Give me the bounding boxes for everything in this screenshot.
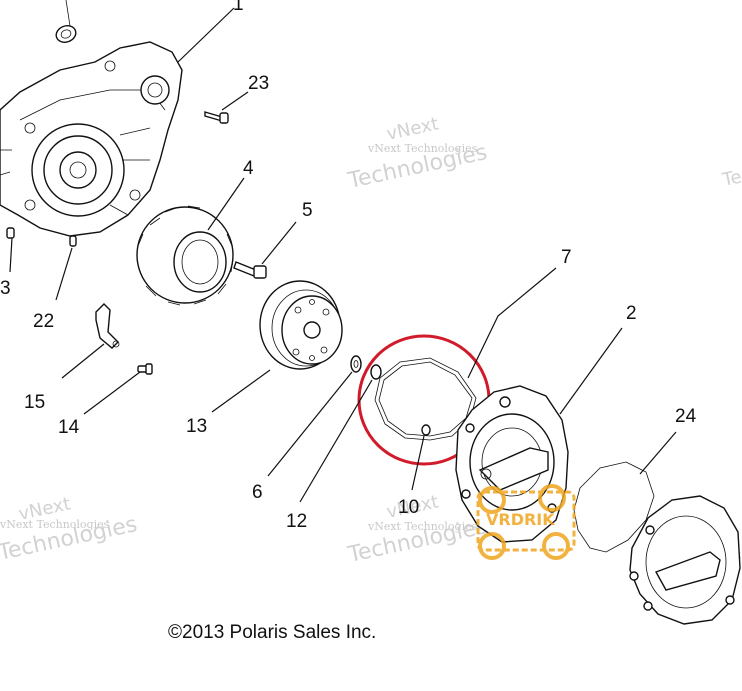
leader-6 — [267, 371, 353, 477]
leader-3 — [9, 237, 13, 273]
part-outer-cover — [629, 495, 741, 625]
brand-logo: VRDRIK — [476, 484, 576, 560]
copyright-text: ©2013 Polaris Sales Inc. — [168, 622, 377, 643]
leader-14 — [83, 371, 141, 415]
callout-7: 7 — [561, 247, 572, 268]
leader-1 — [177, 7, 235, 63]
callout-24: 24 — [675, 406, 697, 427]
part-stator — [136, 205, 234, 306]
watermark-text: vNext Technologies — [0, 518, 110, 531]
part-bolt-23 — [204, 111, 229, 124]
part-dowel-22 — [69, 235, 77, 247]
watermark-left: vNext Technologies Technologies vNext — [0, 493, 139, 566]
leader-2 — [559, 327, 623, 415]
leader-23 — [221, 91, 249, 111]
leader-4 — [207, 177, 245, 231]
callout-1: 1 — [233, 0, 244, 15]
part-seal-12 — [370, 364, 382, 380]
watermark-top: vNext Technologies Technologies vNext — [345, 113, 489, 194]
part-crankcase — [0, 0, 183, 237]
callout-6: 6 — [252, 482, 263, 503]
callout-15: 15 — [24, 392, 45, 413]
callout-4: 4 — [243, 158, 254, 179]
leader-22 — [55, 247, 73, 301]
leader-15 — [61, 343, 105, 379]
leader-10 — [411, 435, 425, 491]
callout-22: 22 — [33, 311, 54, 332]
callout-12: 12 — [286, 511, 307, 532]
callout-labels: 1 23 4 5 7 2 3 22 15 14 13 6 12 10 24 — [0, 0, 697, 532]
part-gasket-24 — [573, 461, 655, 553]
callout-14: 14 — [58, 417, 80, 438]
watermark-text: vNext Technologies — [367, 520, 478, 533]
callout-10: 10 — [398, 497, 419, 518]
leader-7 — [467, 267, 557, 379]
part-dowel-10 — [421, 424, 431, 436]
leader-5 — [261, 221, 297, 265]
callout-13: 13 — [186, 416, 207, 437]
watermark-text: vNext Technologies — [367, 142, 478, 155]
watermark-big-small: vNext — [385, 113, 441, 144]
callout-5: 5 — [302, 200, 313, 221]
callout-23: 23 — [248, 73, 269, 94]
watermark-center: vNext Technologies Technologies vNext — [345, 491, 489, 568]
watermark-edge: Te — [720, 166, 742, 191]
part-bolt-5 — [233, 261, 267, 279]
part-bolt-14 — [137, 363, 153, 375]
part-washer-6 — [350, 355, 362, 373]
leader-lines — [9, 7, 677, 503]
leader-24 — [639, 431, 677, 475]
part-pin-3 — [6, 227, 15, 239]
leader-12 — [299, 379, 373, 503]
part-clip-15 — [95, 303, 120, 349]
leader-13 — [211, 369, 271, 413]
part-flywheel — [259, 280, 343, 370]
brand-logo-text: VRDRIK — [486, 510, 555, 529]
callout-2: 2 — [626, 303, 637, 324]
callout-3: 3 — [0, 278, 11, 299]
